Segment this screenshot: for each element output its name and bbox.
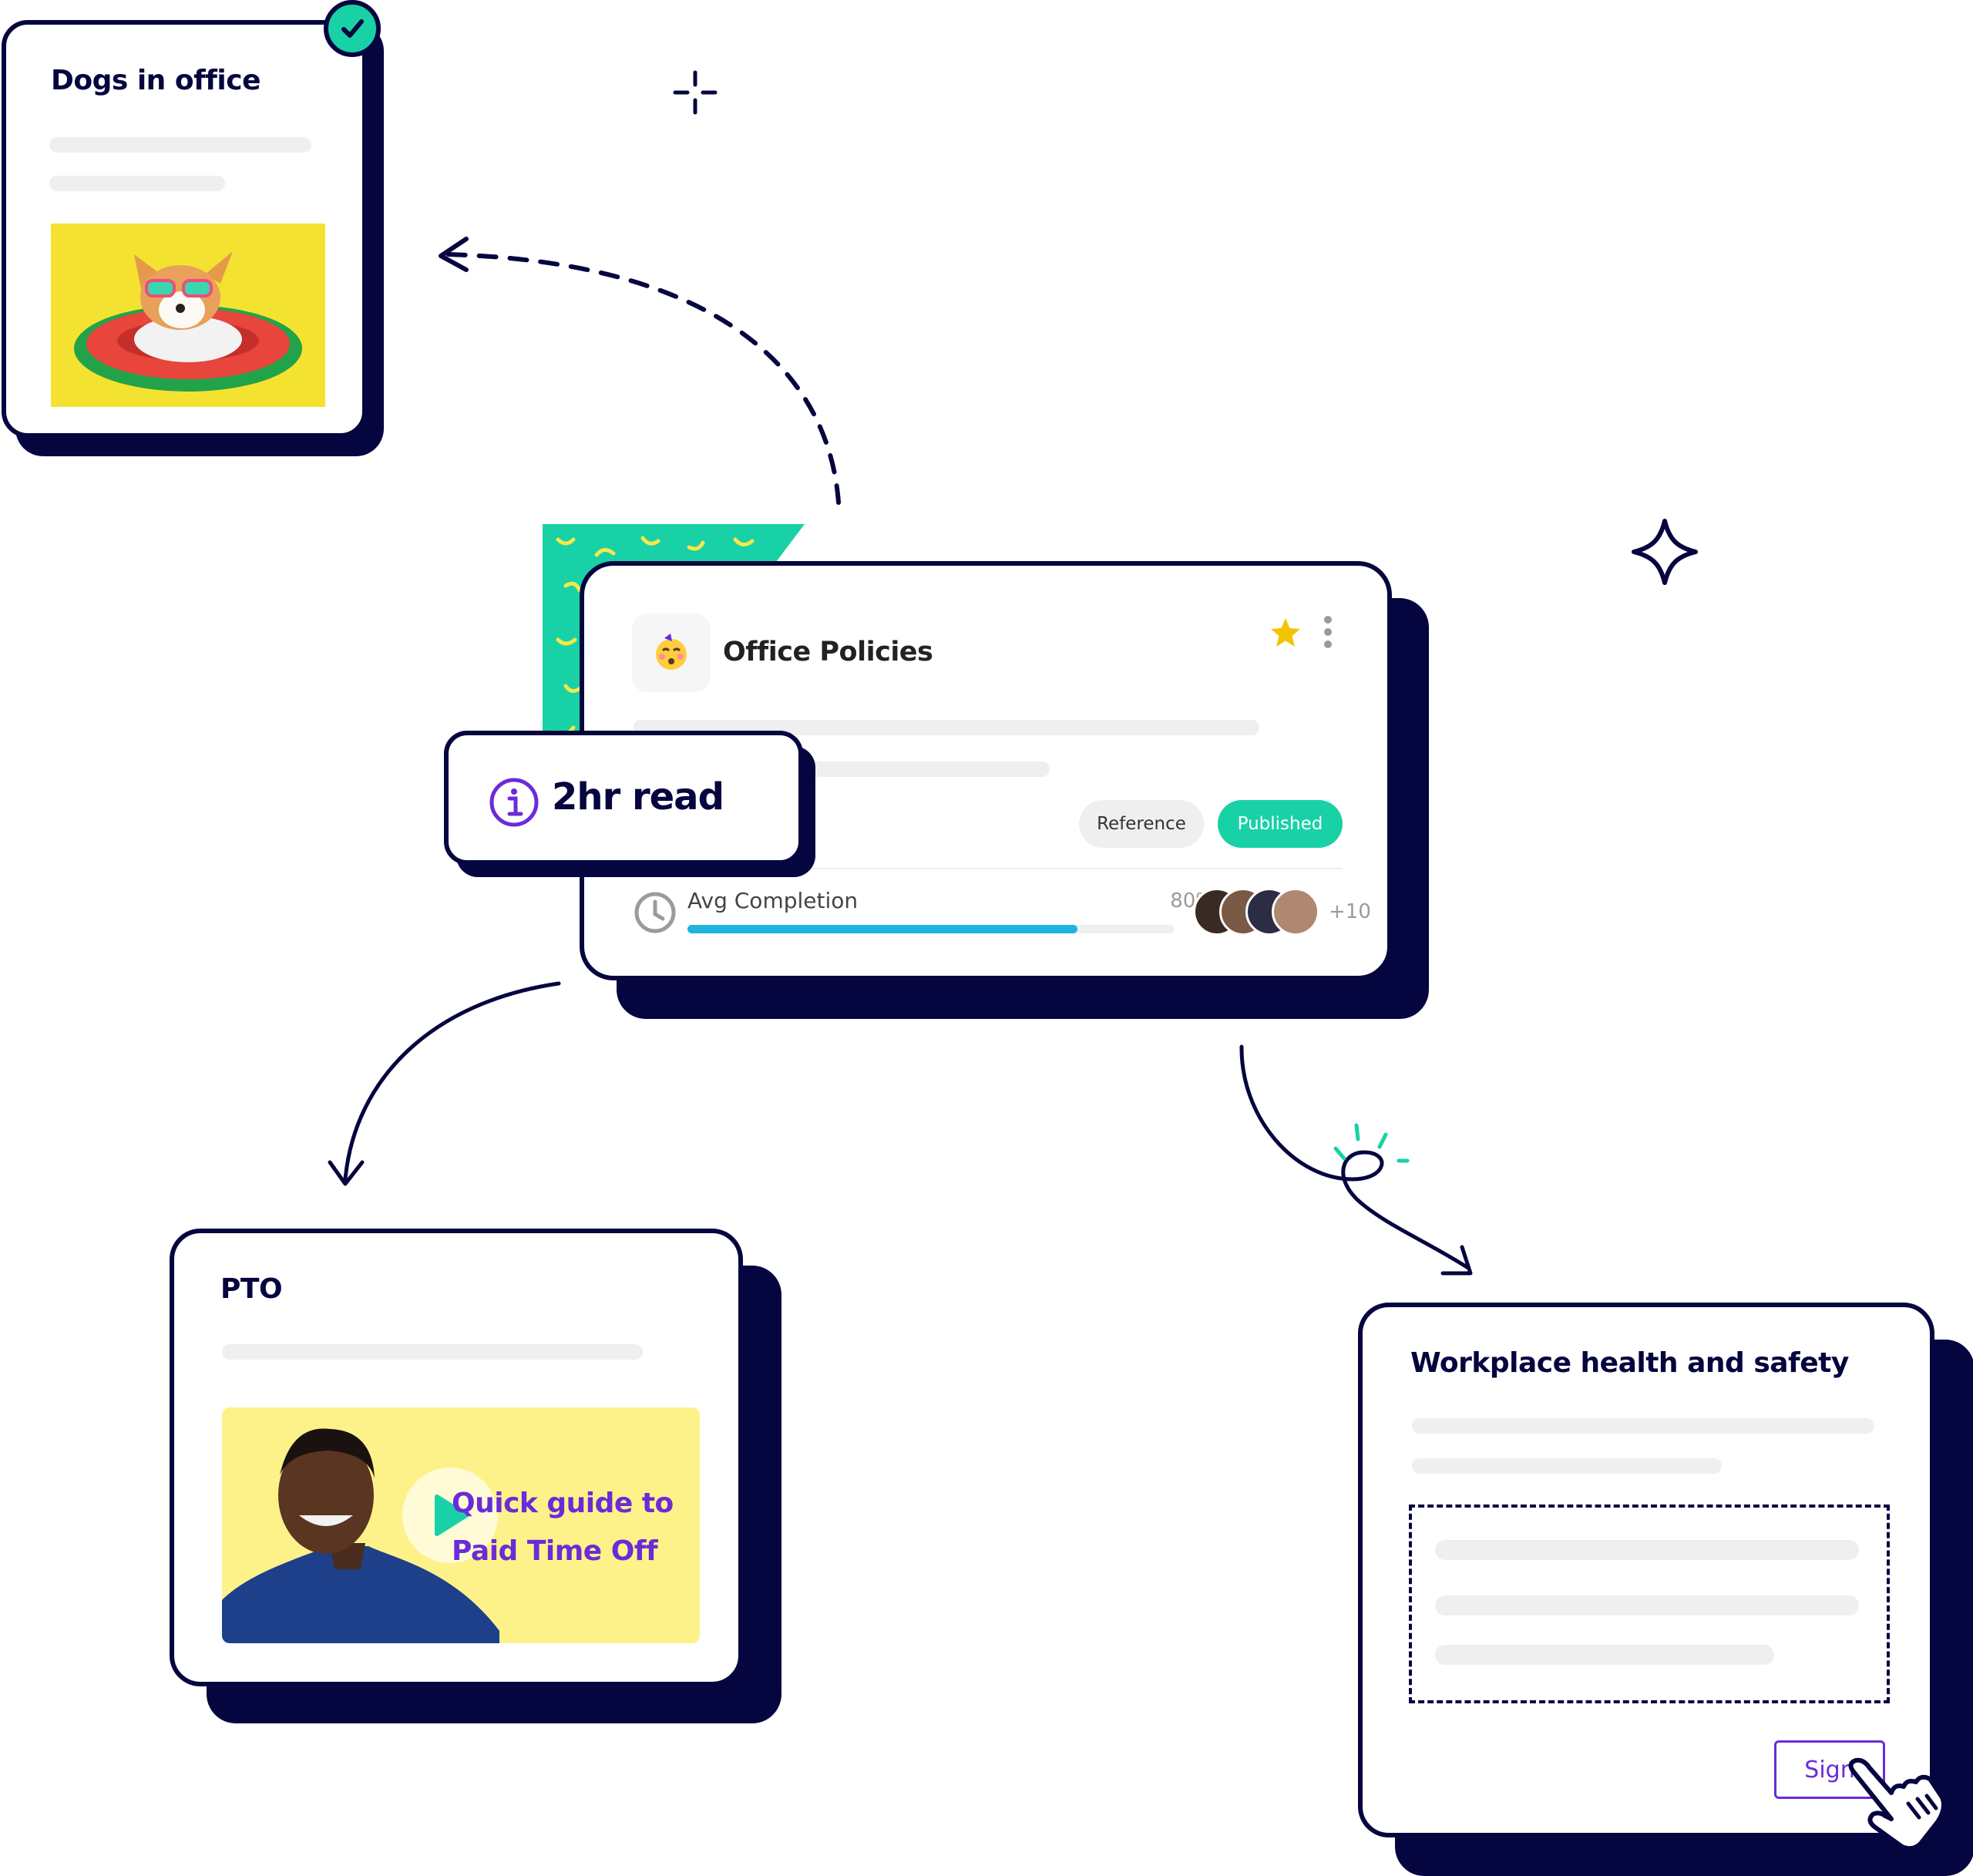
progress-label: Avg Completion bbox=[687, 888, 859, 913]
skeleton-line bbox=[49, 176, 225, 191]
divider bbox=[634, 868, 1343, 869]
curved-arrow-pto bbox=[343, 981, 561, 1182]
loop-arrow-safety-head bbox=[1440, 1245, 1473, 1276]
read-time-text: 2hr read bbox=[552, 775, 724, 819]
loop-arrow-safety bbox=[1239, 1044, 1471, 1270]
progress-track bbox=[687, 925, 1175, 933]
avatar-group bbox=[1193, 888, 1324, 937]
sign-button[interactable]: Sign bbox=[1774, 1740, 1885, 1799]
dashed-arrow-head bbox=[439, 237, 469, 272]
skeleton-line bbox=[1435, 1645, 1774, 1665]
tag-published[interactable]: Published bbox=[1218, 800, 1343, 848]
skeleton-line bbox=[1435, 1540, 1859, 1560]
dogs-card-title: Dogs in office bbox=[51, 65, 261, 96]
policy-card-title: Office Policies bbox=[723, 637, 933, 667]
sparkle-icon bbox=[673, 70, 718, 115]
check-badge bbox=[324, 0, 381, 57]
skeleton-line bbox=[634, 720, 1259, 735]
skeleton-line bbox=[1412, 1458, 1722, 1474]
play-icon bbox=[435, 1494, 469, 1536]
progress-fill bbox=[687, 925, 1077, 933]
spark-lines bbox=[1333, 1123, 1410, 1163]
avatars-more-count: +10 bbox=[1329, 900, 1371, 923]
video-thumbnail[interactable]: Quick guide to Paid Time Off bbox=[222, 1407, 700, 1643]
star-icon[interactable] bbox=[1269, 617, 1302, 649]
more-vertical-icon[interactable] bbox=[1323, 615, 1333, 649]
pto-card[interactable]: PTO Quick guide to Paid Time Off bbox=[170, 1229, 743, 1686]
presenter-image bbox=[222, 1428, 499, 1643]
tag-reference[interactable]: Reference bbox=[1079, 800, 1204, 848]
check-icon bbox=[341, 19, 364, 38]
skeleton-line bbox=[49, 137, 311, 153]
skeleton-line bbox=[1435, 1595, 1859, 1615]
read-time-badge: 2hr read bbox=[444, 731, 803, 865]
clock-icon bbox=[634, 892, 676, 933]
signature-box[interactable] bbox=[1409, 1504, 1890, 1703]
dashed-arrow bbox=[445, 252, 841, 505]
sparkle-icon bbox=[1632, 519, 1698, 585]
dog-image bbox=[51, 224, 325, 407]
curved-arrow-pto-head bbox=[328, 1160, 365, 1186]
skeleton-line bbox=[1412, 1418, 1874, 1434]
pto-card-title: PTO bbox=[220, 1273, 283, 1305]
video-title-line1: Quick guide to bbox=[452, 1488, 674, 1519]
safety-card-title: Workplace health and safety bbox=[1410, 1347, 1849, 1379]
skeleton-line bbox=[222, 1344, 643, 1360]
safety-card[interactable]: Workplace health and safety Sign bbox=[1358, 1303, 1934, 1837]
dogs-card[interactable]: Dogs in office bbox=[2, 20, 367, 438]
emoji-icon bbox=[632, 614, 711, 692]
video-title-line2: Paid Time Off bbox=[452, 1535, 658, 1567]
info-icon bbox=[489, 778, 539, 827]
video-title: Quick guide to Paid Time Off bbox=[452, 1480, 674, 1575]
hand-pointer-icon bbox=[1848, 1757, 1946, 1851]
avatar bbox=[1272, 888, 1319, 936]
play-button[interactable] bbox=[402, 1468, 498, 1563]
